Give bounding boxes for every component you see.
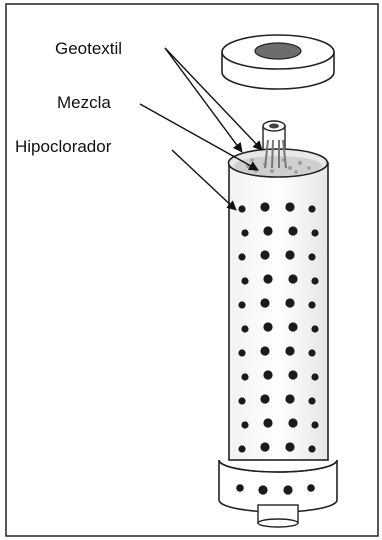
- hole: [311, 421, 318, 428]
- collar-hole: [283, 485, 292, 494]
- hole: [311, 325, 318, 332]
- hole: [285, 202, 294, 211]
- hole: [263, 370, 272, 379]
- collar-hole: [236, 484, 244, 492]
- hole: [308, 205, 315, 212]
- hole: [311, 373, 318, 380]
- hole: [288, 418, 297, 427]
- hole: [238, 445, 245, 452]
- hole: [263, 418, 272, 427]
- bottom-collar: [219, 460, 337, 527]
- cap: [222, 35, 334, 89]
- hole: [311, 277, 318, 284]
- arrow-mezcla: [140, 104, 258, 170]
- hole: [241, 373, 248, 380]
- hole: [238, 205, 245, 212]
- hole: [260, 202, 269, 211]
- hole: [285, 250, 294, 259]
- hole: [308, 349, 315, 356]
- hole: [285, 442, 294, 451]
- hole: [288, 322, 297, 331]
- label-hipoclorador: Hipoclorador: [15, 137, 112, 156]
- hole: [260, 346, 269, 355]
- hole: [260, 298, 269, 307]
- hole: [311, 229, 318, 236]
- hole: [263, 226, 272, 235]
- hole: [263, 274, 272, 283]
- hole: [241, 229, 248, 236]
- hole: [238, 349, 245, 356]
- hole: [288, 274, 297, 283]
- hole: [238, 253, 245, 260]
- hole: [260, 394, 269, 403]
- hole: [285, 394, 294, 403]
- hole: [238, 397, 245, 404]
- hole: [308, 301, 315, 308]
- label-geotextil: Geotextil: [55, 39, 122, 58]
- hole: [238, 301, 245, 308]
- hole: [285, 346, 294, 355]
- hole: [288, 226, 297, 235]
- hole: [308, 445, 315, 452]
- hole: [263, 322, 272, 331]
- hole: [308, 397, 315, 404]
- hole: [285, 298, 294, 307]
- hole: [241, 421, 248, 428]
- label-mezcla: Mezcla: [57, 93, 111, 112]
- hole: [260, 250, 269, 259]
- hole: [308, 253, 315, 260]
- hole: [260, 442, 269, 451]
- hole: [241, 325, 248, 332]
- collar-hole: [258, 485, 267, 494]
- hole: [241, 277, 248, 284]
- collar-hole: [307, 484, 315, 492]
- arrow-hipoclorador: [172, 150, 236, 210]
- hole: [288, 370, 297, 379]
